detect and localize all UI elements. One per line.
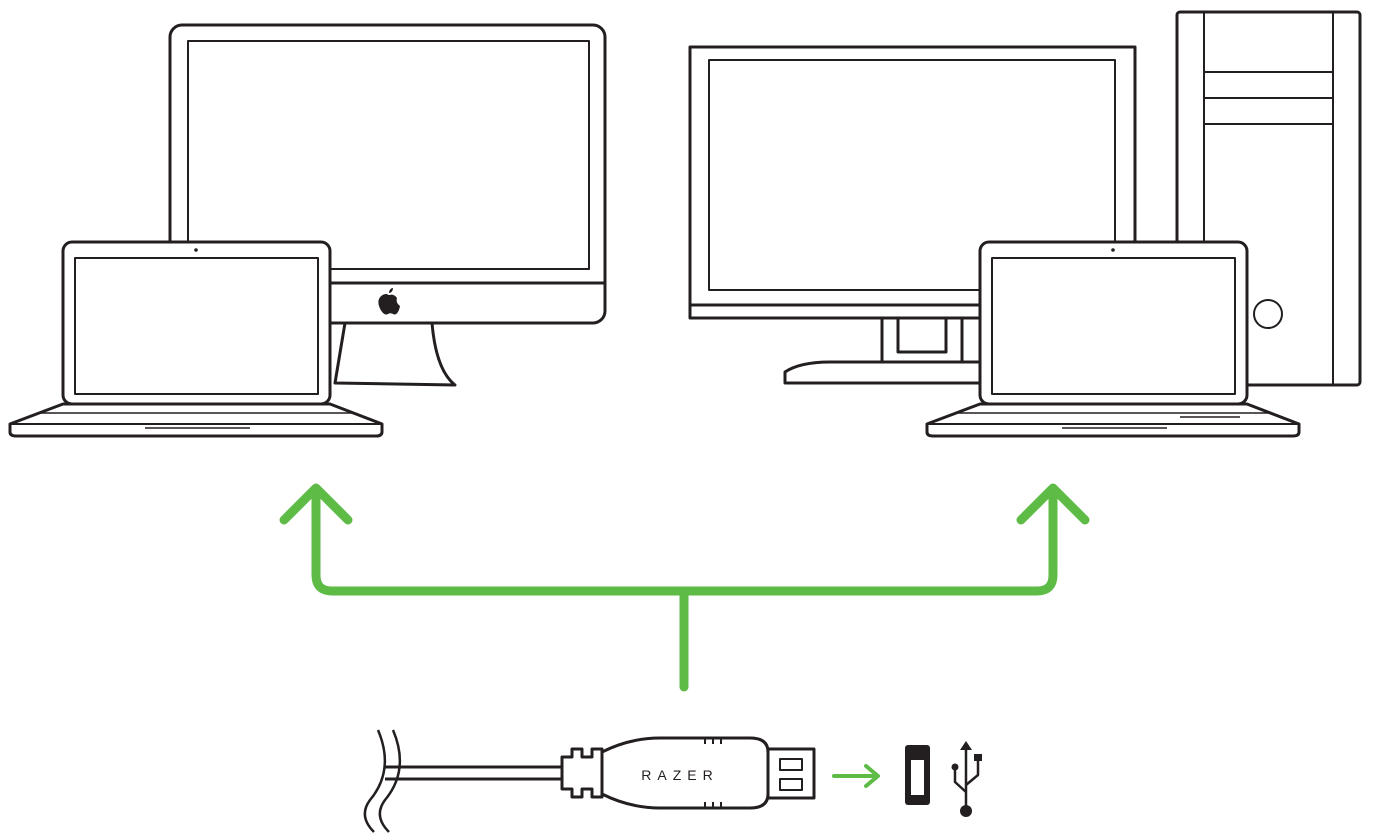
plug-arrow-icon: [832, 764, 880, 788]
usb-port-icon: [905, 745, 930, 805]
apple-logo-icon: [378, 288, 400, 315]
cable-cut-mark-right: [378, 729, 402, 833]
laptop-right: [925, 240, 1301, 438]
strain-relief: [560, 747, 604, 799]
arrow-head-left: [279, 483, 353, 525]
monitor-screen: [708, 59, 1116, 291]
usb-symbol-icon: [951, 741, 982, 817]
laptop-left: [8, 240, 384, 438]
usb-cable: [363, 729, 816, 833]
laptop-right-lid: [978, 240, 1249, 406]
laptop-right-base: [925, 402, 1301, 438]
monitor-stand-base: [783, 360, 1002, 385]
laptop-right-screen: [991, 257, 1236, 395]
imac-screen: [187, 40, 590, 270]
laptop-left-camera: [194, 248, 198, 252]
arrow-branch-path: [311, 487, 1058, 596]
laptop-left-base: [8, 402, 384, 438]
laptop-left-lid: [61, 240, 332, 406]
cable-cut-mark-left: [363, 729, 387, 833]
connection-arrows: [279, 483, 1090, 788]
laptop-left-screen: [74, 257, 319, 395]
power-button: [1253, 299, 1283, 329]
laptop-right-camera: [1111, 248, 1115, 252]
cable-brand-label: RAZER: [641, 767, 719, 783]
arrow-head-right: [1016, 483, 1090, 525]
imac-stand: [333, 322, 457, 387]
